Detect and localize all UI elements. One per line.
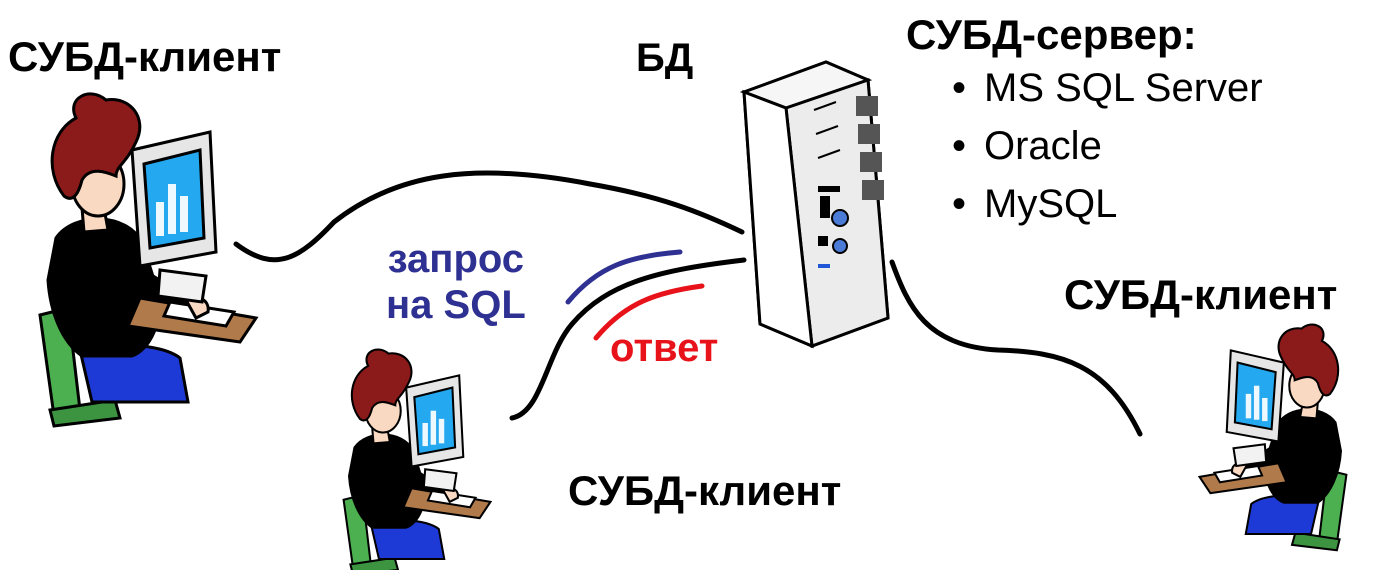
- cable-bottom: [509, 257, 747, 421]
- client-right-person-icon: [1198, 323, 1348, 552]
- bullet-icon: •: [952, 124, 967, 168]
- request-label-line1: запрос: [387, 237, 525, 281]
- server-product-item: • MySQL: [952, 184, 1263, 224]
- client-top-left-person-icon: [38, 92, 258, 428]
- server-product-list: • MS SQL Server • Oracle • MySQL: [952, 68, 1263, 242]
- client-label-top-left: СУБД-клиент: [8, 33, 282, 80]
- cable-right: [889, 259, 1143, 437]
- request-arrow: [565, 249, 683, 305]
- server-product-item: • MS SQL Server: [952, 68, 1263, 108]
- client-bottom-person-icon: [342, 348, 492, 575]
- bullet-icon: •: [952, 182, 967, 226]
- bullet-icon: •: [952, 66, 967, 110]
- request-label-line2: на SQL: [386, 283, 526, 327]
- cable-top-left: [233, 170, 745, 263]
- server-product-label: MySQL: [984, 182, 1118, 226]
- server-product-item: • Oracle: [952, 126, 1263, 166]
- request-label: запрос на SQL: [386, 236, 526, 328]
- response-label: ответ: [610, 326, 719, 370]
- server-product-label: MS SQL Server: [984, 66, 1263, 110]
- server-title: СУБД-сервер:: [906, 11, 1197, 58]
- client-label-bottom: СУБД-клиент: [568, 467, 842, 514]
- client-label-right: СУБД-клиент: [1064, 271, 1338, 318]
- server-product-label: Oracle: [984, 124, 1102, 168]
- server-tower-icon: [739, 60, 890, 349]
- response-arrow: [593, 283, 705, 341]
- db-label: БД: [636, 36, 694, 80]
